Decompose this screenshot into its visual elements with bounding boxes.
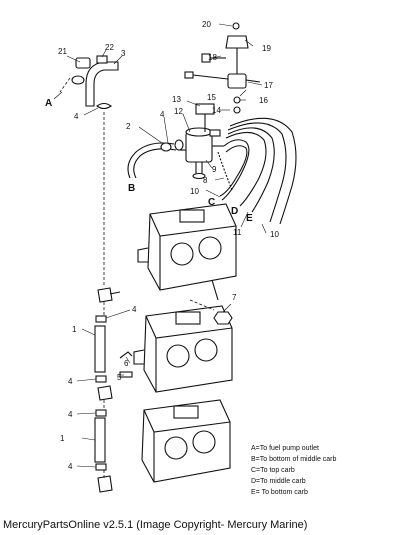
callout-22: 22 <box>105 43 114 52</box>
letter-d: D <box>231 206 238 217</box>
callout-17: 17 <box>264 81 273 90</box>
fuel-valve-assembly <box>178 103 224 180</box>
callout-18: 18 <box>208 53 217 62</box>
callout-4-d: 4 <box>68 377 73 386</box>
callout-4-b: 4 <box>160 110 165 119</box>
callout-14: 14 <box>212 106 221 115</box>
callout-19: 19 <box>262 44 271 53</box>
legend-item-d: D=To middle carb <box>251 478 306 485</box>
letter-e: E <box>246 213 253 224</box>
callout-3: 3 <box>121 49 126 58</box>
callout-5: 5 <box>117 373 122 382</box>
letter-b: B <box>128 183 135 194</box>
letter-a: A <box>45 98 52 109</box>
hose-2 <box>127 139 184 179</box>
callout-16: 16 <box>259 96 268 105</box>
callout-1-a: 1 <box>72 325 77 334</box>
callout-6: 6 <box>124 359 129 368</box>
callout-4-f: 4 <box>68 462 73 471</box>
legend-item-a: A=To fuel pump outlet <box>251 445 319 452</box>
carburetor-middle <box>133 299 233 393</box>
callout-1-b: 1 <box>60 434 65 443</box>
elbow-hose-assembly <box>59 55 119 110</box>
callout-10-a: 10 <box>190 187 199 196</box>
callout-9: 9 <box>212 165 217 174</box>
callout-11: 11 <box>233 228 242 237</box>
fuel-system-exploded-diagram: 21 22 3 A 4 2 4 12 13 14 16 15 17 18 19 … <box>45 20 337 496</box>
callout-4-a: 4 <box>74 112 79 121</box>
callout-20: 20 <box>202 20 211 29</box>
legend: A=To fuel pump outlet B=To bottom of mid… <box>251 445 337 496</box>
interconnect-hoses <box>94 287 121 493</box>
callout-4-e: 4 <box>68 410 73 419</box>
callout-7: 7 <box>232 293 237 302</box>
leader-lines <box>53 23 267 468</box>
fuel-hoses-cde <box>217 117 297 225</box>
callout-10-b: 10 <box>270 230 279 239</box>
callout-12: 12 <box>174 107 183 116</box>
callout-2: 2 <box>126 122 131 131</box>
callout-8: 8 <box>203 176 208 185</box>
small-fittings <box>119 303 233 378</box>
callout-21: 21 <box>58 47 67 56</box>
letter-c: C <box>208 197 215 208</box>
fuel-connector-assembly <box>184 22 261 114</box>
legend-item-c: C=To top carb <box>251 467 295 474</box>
carburetor-bottom <box>141 399 231 483</box>
callout-4-c: 4 <box>132 305 137 314</box>
legend-item-e: E= To bottom carb <box>251 489 308 496</box>
callout-15: 15 <box>207 93 216 102</box>
callout-13: 13 <box>172 95 181 104</box>
carburetor-top <box>137 203 237 301</box>
image-caption: MercuryPartsOnline v2.5.1 (Image Copyrig… <box>3 519 308 531</box>
legend-item-b: B=To bottom of middle carb <box>251 456 337 463</box>
